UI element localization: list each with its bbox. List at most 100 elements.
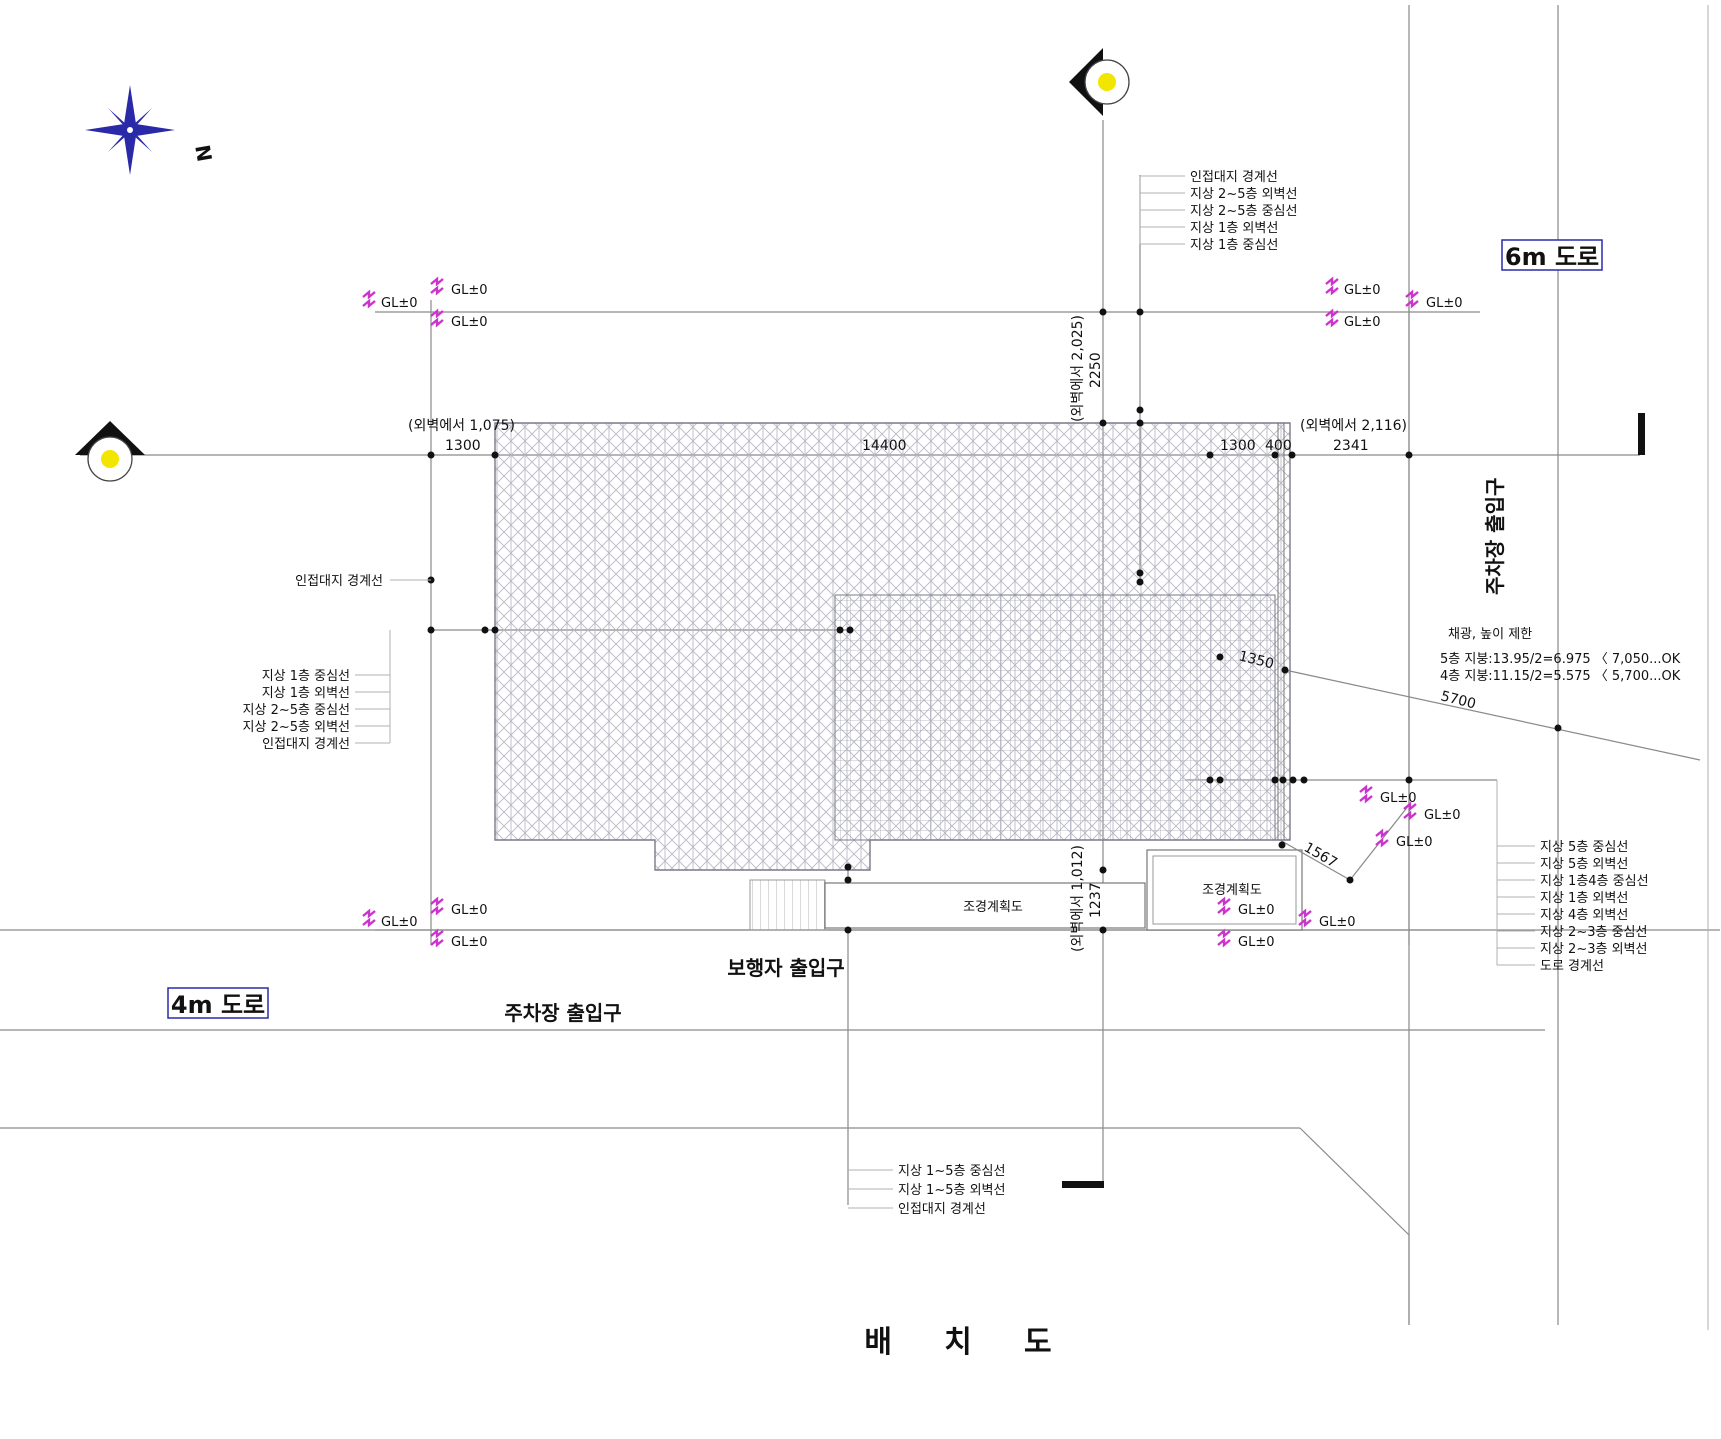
gl-marker: GL±0 <box>1325 276 1380 298</box>
gl-level-icon <box>1403 801 1417 821</box>
gl-marker: GL±0 <box>430 896 487 918</box>
dim-top: 2250 <box>1088 352 1104 388</box>
gl-marker: GL±0 <box>1375 828 1432 850</box>
gl-marker: GL±0 <box>362 289 417 311</box>
height-limit-lines <box>1279 669 1701 881</box>
gl-level-icon <box>430 928 444 948</box>
dim-left: 1300 <box>445 438 481 454</box>
gl-marker: GL±0 <box>1405 289 1462 311</box>
legend-item: 지상 2~5층 중심선 <box>1190 204 1297 219</box>
landscape-areas: 조경계획도 조경계획도 <box>824 849 1303 931</box>
gl-level-icon <box>1325 308 1339 328</box>
section-end-mark-east <box>1638 413 1645 455</box>
legend-left-single: 인접대지 경계선 <box>295 574 431 589</box>
legend-item: 지상 1층 외벽선 <box>1190 221 1278 236</box>
gl-marker: GL±0 <box>362 908 417 930</box>
landscape-label-2: 조경계획도 <box>1202 883 1262 898</box>
gl-label: GL±0 <box>381 296 417 311</box>
dim-left-note: (외벽에서 1,075) <box>408 418 515 434</box>
dim-bottom: 1237 <box>1088 882 1104 918</box>
dim-5700: 5700 <box>1439 688 1477 712</box>
gl-marker: GL±0 <box>1298 908 1355 930</box>
gl-label: GL±0 <box>451 283 487 298</box>
parking-entrance-vertical: 주차장 출입구 <box>1483 478 1507 595</box>
gl-label: GL±0 <box>1238 935 1274 950</box>
legend-item: 도로 경계선 <box>1540 959 1604 974</box>
gl-level-icon <box>430 308 444 328</box>
dim-right: 2341 <box>1333 438 1369 454</box>
dim-main: 14400 <box>862 438 907 454</box>
gl-marker: GL±0 <box>1217 928 1274 950</box>
gl-label: GL±0 <box>1396 835 1432 850</box>
gl-marker: GL±0 <box>430 276 487 298</box>
gl-marker: GL±0 <box>1403 801 1460 823</box>
gl-level-icon <box>1325 276 1339 296</box>
gl-level-icon <box>362 908 376 928</box>
dimension-labels: (외벽에서 1,075) 1300 14400 1300 400 (외벽에서 2… <box>408 315 1477 952</box>
gl-marker: GL±0 <box>1325 308 1380 330</box>
gl-label: GL±0 <box>1238 903 1274 918</box>
legend-item: 지상 1층 외벽선 <box>1540 891 1628 906</box>
section-marker-north <box>1069 48 1130 116</box>
gl-label: GL±0 <box>381 915 417 930</box>
height-limit-note: 채광, 높이 제한 5층 지붕:13.95/2=6.975 〈 7,050...… <box>1440 627 1681 684</box>
gl-marker: GL±0 <box>1359 784 1416 806</box>
gl-marker: GL±0 <box>430 928 487 950</box>
gl-label: GL±0 <box>451 903 487 918</box>
gl-label: GL±0 <box>1380 791 1416 806</box>
gl-label: GL±0 <box>451 315 487 330</box>
gl-level-icon <box>1217 928 1231 948</box>
gl-level-icon <box>1375 828 1389 848</box>
road-6m-label: 6m 도로 <box>1505 243 1599 271</box>
gl-level-icon <box>1298 908 1312 928</box>
road-4m-label: 4m 도로 <box>171 991 265 1019</box>
gl-marker: GL±0 <box>430 308 487 330</box>
height-limit-title: 채광, 높이 제한 <box>1448 627 1532 642</box>
legend-item: 지상 1층 외벽선 <box>262 686 350 701</box>
gl-markers: GL±0GL±0GL±0GL±0GL±0GL±0GL±0GL±0GL±0GL±0… <box>362 276 1462 950</box>
legend-item: 인접대지 경계선 <box>1190 170 1278 185</box>
height-limit-5f: 5층 지붕:13.95/2=6.975 〈 7,050...OK <box>1440 652 1681 667</box>
pedestrian-entrance: 보행자 출입구 <box>727 956 844 980</box>
legend-item: 인접대지 경계선 <box>262 737 350 752</box>
dim-right-b: 400 <box>1265 438 1292 454</box>
legend-item: 인접대지 경계선 <box>898 1202 986 1217</box>
building-footprint <box>494 422 1291 931</box>
drawing-title: 배 치 도 <box>864 1325 1051 1360</box>
parking-entrance-horizontal: 주차장 출입구 <box>504 1001 621 1025</box>
gl-level-icon <box>430 896 444 916</box>
legend-item: 인접대지 경계선 <box>295 574 383 589</box>
legend-item: 지상 5층 중심선 <box>1540 840 1628 855</box>
legend-item: 지상 1층4층 중심선 <box>1540 874 1649 889</box>
gl-label: GL±0 <box>451 935 487 950</box>
legend-item: 지상 1~5층 중심선 <box>898 1164 1005 1179</box>
legend-item: 지상 2~5층 외벽선 <box>1190 187 1297 202</box>
gl-level-icon <box>1405 289 1419 309</box>
gl-marker: GL±0 <box>1217 896 1274 918</box>
gl-label: GL±0 <box>1344 315 1380 330</box>
dim-right-a: 1300 <box>1220 438 1256 454</box>
gl-level-icon <box>362 289 376 309</box>
legend-item: 지상 1층 중심선 <box>1190 238 1278 253</box>
legend-item: 지상 1~5층 외벽선 <box>898 1183 1005 1198</box>
legend-item: 지상 2~5층 외벽선 <box>243 720 350 735</box>
landscape-label-1: 조경계획도 <box>963 900 1023 915</box>
section-end-mark-south <box>1062 1181 1104 1188</box>
gl-label: GL±0 <box>1424 808 1460 823</box>
north-compass-icon <box>85 85 175 175</box>
gl-label: GL±0 <box>1319 915 1355 930</box>
legend-item: 지상 2~3층 외벽선 <box>1540 942 1647 957</box>
legend-item: 지상 2~3층 중심선 <box>1540 925 1647 940</box>
legend-item: 지상 4층 외벽선 <box>1540 908 1628 923</box>
compass-north-letter: N <box>190 143 217 164</box>
dim-right-note: (외벽에서 2,116) <box>1300 418 1407 434</box>
dim-1567: 1567 <box>1301 840 1340 872</box>
section-marker-west <box>75 421 145 482</box>
legend-item: 지상 2~5층 중심선 <box>243 703 350 718</box>
